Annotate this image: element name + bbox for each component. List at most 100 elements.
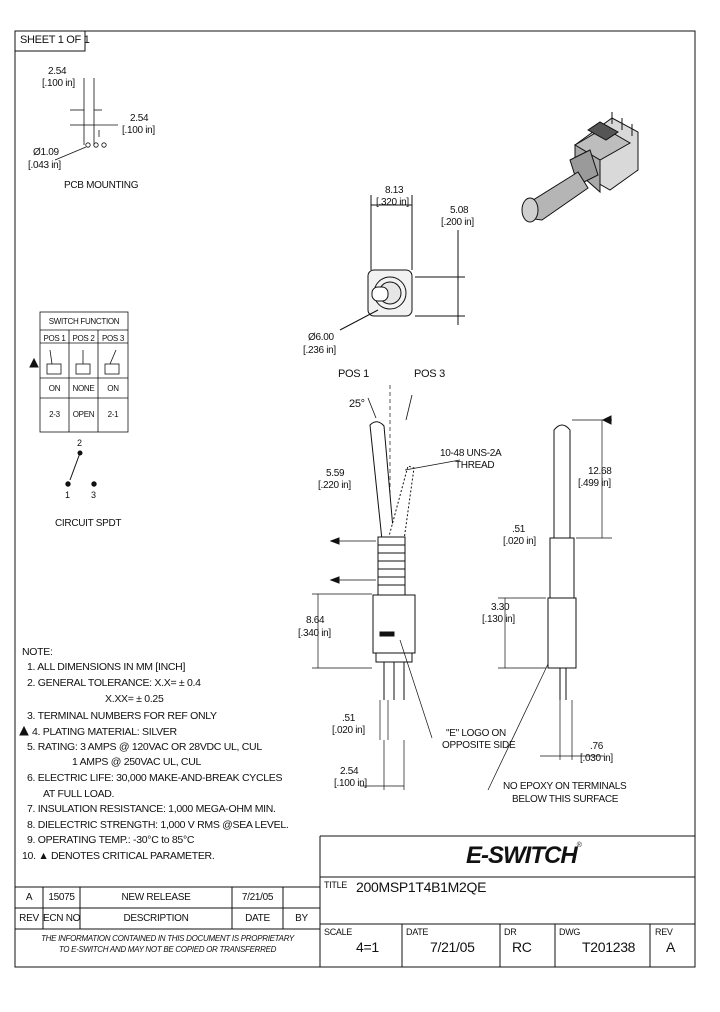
switch-state-pos3: ON: [107, 384, 119, 393]
circuit-label: CIRCUIT SPDT: [55, 518, 122, 529]
switch-function-title: SWITCH FUNCTION: [48, 317, 120, 326]
part-title: 200MSP1T4B1M2QE: [356, 879, 487, 895]
pcb-dim-a-mm: 2.54: [48, 66, 67, 77]
dr-value: RC: [512, 939, 532, 955]
pos1-label: POS 1: [338, 368, 369, 380]
side-w-mm: .51: [512, 524, 526, 535]
pcb-hole-mm: Ø1.09: [33, 147, 59, 158]
pcb-dim-b-mm: 2.54: [130, 113, 149, 124]
top-height-in: [.200 in]: [441, 217, 474, 228]
circuit-diagram: [65, 450, 97, 487]
sheet-label: SHEET 1 OF 1: [20, 34, 90, 46]
note-2-cont: X.XX= ± 0.25: [105, 693, 164, 705]
isometric-view: [521, 112, 639, 223]
switch-function-table-lines: [39, 311, 129, 433]
side-len-mm: 12.68: [588, 466, 612, 477]
scale-value: 4=1: [356, 939, 379, 955]
rev-row-ecn: 15075: [48, 892, 75, 903]
note-3: 3. TERMINAL NUMBERS FOR REF ONLY: [27, 710, 217, 722]
side-view: [487, 419, 612, 791]
note-6: 6. ELECTRIC LIFE: 30,000 MAKE-AND-BREAK …: [27, 772, 283, 784]
circuit-pin-1: 1: [65, 490, 70, 500]
side-t-in: [.030 in]: [580, 753, 613, 764]
rev-label: REV: [655, 927, 673, 937]
note-header: NOTE:: [22, 646, 53, 658]
pcb-mounting-label: PCB MOUNTING: [64, 180, 139, 191]
logo-note-2: OPPOSITE SIDE: [442, 740, 516, 751]
rev-row-date: 7/21/05: [241, 892, 274, 903]
title-block-lines: [15, 835, 695, 967]
pcb-dim-a-in: [.100 in]: [42, 78, 75, 89]
top-width-mm: 8.13: [385, 185, 404, 196]
body-mm: 8.64: [306, 615, 325, 626]
pcb-dim-b-in: [.100 in]: [122, 125, 155, 136]
drawing-border: [14, 30, 696, 968]
pos3-label: POS 3: [414, 368, 445, 380]
rev-row-desc: NEW RELEASE: [121, 892, 191, 903]
top-width-in: [.320 in]: [376, 197, 409, 208]
date-value: 7/21/05: [430, 939, 475, 955]
logo-note-1: "E" LOGO ON: [446, 728, 506, 739]
rev-header-ecn: ECN NO: [43, 913, 81, 924]
dwg-value: T201238: [582, 939, 636, 955]
thread-spec: 10-48 UNS-2A: [440, 448, 502, 459]
switch-header-pos1: POS 1: [43, 334, 66, 343]
side-w-in: [.020 in]: [503, 536, 536, 547]
side-h-in: [.130 in]: [482, 614, 515, 625]
proprietary-line-2: TO E-SWITCH AND MAY NOT BE COPIED OR TRA…: [58, 945, 277, 954]
switch-term-pos1: 2-3: [49, 410, 60, 419]
circuit-pin-3: 3: [91, 490, 96, 500]
note-2: 2. GENERAL TOLERANCE: X.X= ± 0.4: [27, 677, 201, 689]
term-w-mm: .51: [342, 713, 356, 724]
side-t-mm: .76: [590, 741, 604, 752]
lever-in: [.220 in]: [318, 480, 351, 491]
rev-value: A: [666, 939, 676, 955]
lever-mm: 5.59: [326, 468, 345, 479]
top-dia-mm: Ø6.00: [308, 332, 334, 343]
proprietary-line-1: THE INFORMATION CONTAINED IN THIS DOCUME…: [41, 934, 294, 943]
note-10: 10. ▲ DENOTES CRITICAL PARAMETER.: [22, 850, 215, 862]
thread-label: THREAD: [455, 460, 495, 471]
dr-label: DR: [504, 927, 517, 937]
note-4: 4. PLATING MATERIAL: SILVER: [32, 726, 177, 738]
switch-term-pos3: 2-1: [107, 410, 119, 419]
side-len-in: [.499 in]: [578, 478, 611, 489]
switch-header-pos2: POS 2: [72, 334, 95, 343]
note-5: 5. RATING: 3 AMPS @ 120VAC OR 28VDC UL, …: [27, 741, 262, 753]
critical-marker-note-plating: [19, 725, 29, 736]
rev-header-date: DATE: [245, 913, 270, 924]
pitch-in: [.100 in]: [334, 778, 367, 789]
rev-row-rev: A: [25, 892, 33, 903]
critical-marker-side-length: [601, 415, 612, 425]
body-in: [.340 in]: [298, 628, 331, 639]
scale-label: SCALE: [324, 927, 353, 937]
epoxy-note-1: NO EPOXY ON TERMINALS: [503, 781, 627, 792]
sheet-box: [14, 30, 86, 52]
note-6-cont: AT FULL LOAD.: [43, 788, 115, 800]
critical-marker-lever: [329, 537, 340, 545]
term-w-in: [.020 in]: [332, 725, 365, 736]
pitch-mm: 2.54: [340, 766, 359, 777]
top-dia-in: [.236 in]: [303, 345, 336, 356]
side-h-mm: 3.30: [491, 602, 510, 613]
note-7: 7. INSULATION RESISTANCE: 1,000 MEGA-OHM…: [27, 803, 276, 815]
note-8: 8. DIELECTRIC STRENGTH: 1,000 V RMS @SEA…: [27, 819, 289, 831]
circuit-pin-2: 2: [77, 438, 82, 448]
top-height-mm: 5.08: [450, 205, 469, 216]
epoxy-note-2: BELOW THIS SURFACE: [512, 794, 619, 805]
critical-marker-body: [329, 576, 340, 584]
pcb-mounting-diagram: [54, 78, 118, 161]
angle-label: 25°: [349, 398, 365, 410]
switch-term-pos2: OPEN: [72, 410, 95, 419]
top-view: [339, 195, 465, 331]
note-9: 9. OPERATING TEMP.: -30°C to 85°C: [27, 834, 195, 846]
rev-header-by: BY: [295, 913, 308, 924]
front-view: [312, 385, 461, 790]
rev-header-rev: REV: [19, 913, 39, 924]
critical-marker-switch-table: [29, 357, 39, 368]
dwg-label: DWG: [559, 927, 581, 937]
pcb-hole-in: [.043 in]: [28, 160, 61, 171]
note-1: 1. ALL DIMENSIONS IN MM [INCH]: [27, 661, 186, 673]
title-label: TITLE: [324, 880, 348, 890]
